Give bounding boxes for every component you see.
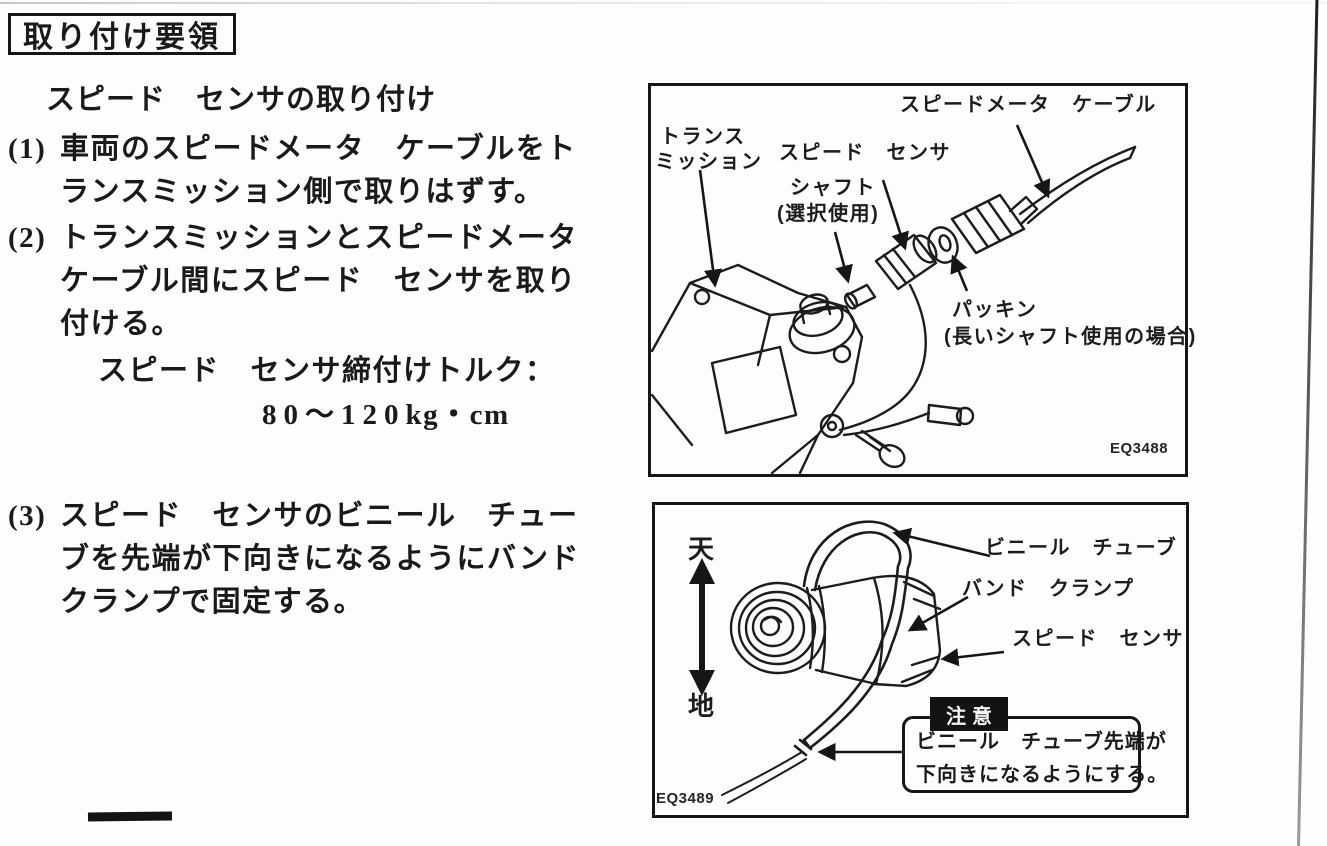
figure1-label-arrows — [698, 124, 1051, 292]
step3-line1: スピード センサのビニール チュー — [60, 500, 579, 532]
caution-line1: ビニール チューブ先端が — [916, 731, 1167, 753]
page-heading: スピード センサの取り付け — [46, 84, 437, 116]
shaft-drawing — [844, 283, 877, 310]
fig2-label-up: 天 — [688, 534, 716, 564]
step1-line1: 車両のスピードメータ ケーブルをト — [60, 133, 577, 165]
speed-sensor-drawing — [819, 233, 975, 469]
step3-number: (3) — [8, 500, 47, 532]
fig1-label-packing-1: パッキン — [952, 299, 1038, 321]
section-title-box: 取り付け要領 — [8, 13, 236, 55]
fig1-code: EQ3488 — [1110, 440, 1169, 457]
fig1-label-transmission-1: トランス — [660, 126, 746, 148]
step2-line2: ケーブル間にスピード センサを取り — [60, 265, 577, 297]
fig2-label-speed-sensor: スピード センサ — [1012, 628, 1184, 650]
scan-page-edge — [1297, 0, 1319, 846]
scan-ink-mark — [87, 811, 173, 822]
step2-line1: トランスミッションとスピードメータ — [60, 222, 578, 254]
scan-top-edge — [0, 2, 1327, 4]
caution-badge: 注意 — [930, 697, 1008, 731]
speedometer-cable-drawing — [950, 145, 1137, 255]
fig2-label-down: 地 — [688, 691, 716, 721]
vinyl-tube-drawing — [721, 520, 912, 804]
transmission-drawing — [650, 263, 864, 475]
torque-value-line: 80～120kg・cm — [262, 397, 510, 433]
step1-line2: ランスミッション側で取りはずす。 — [60, 176, 545, 208]
step3-line3: クランプで固定する。 — [60, 586, 365, 618]
figure2-label-arrows — [817, 527, 1005, 762]
sensor-body-drawing — [729, 574, 942, 688]
fig1-label-packing-2: (長いシャフト使用の場合) — [944, 326, 1197, 348]
section-title: 取り付け要領 — [23, 21, 221, 54]
figure2-mounted-sensor — [652, 502, 1189, 818]
torque-unit: kg・cm — [405, 399, 510, 431]
step2-number: (2) — [8, 222, 47, 254]
figure1-exploded-view — [648, 83, 1188, 477]
step2-line3: 付ける。 — [60, 308, 183, 340]
packing-drawing — [927, 226, 959, 264]
fig1-label-transmission-2: ミッション — [655, 151, 763, 173]
fig2-code: EQ3489 — [656, 790, 715, 807]
up-down-arrow — [689, 558, 715, 696]
fig1-label-shaft-2: (選択使用) — [777, 203, 880, 225]
step1-number: (1) — [8, 133, 47, 165]
figure2-border — [652, 502, 1189, 818]
torque-value: 80～120 — [262, 399, 406, 431]
fig2-label-vinyl-tube: ビニール チューブ — [985, 537, 1178, 559]
fig2-label-band-clamp: バンド クランプ — [962, 578, 1135, 600]
caution-line2: 下向きになるようにする。 — [916, 764, 1169, 786]
torque-label: スピード センサ締付けトルク： — [98, 355, 556, 387]
fig1-label-speed-sensor: スピード センサ — [779, 142, 951, 164]
figure1-border — [648, 83, 1188, 477]
fig1-label-speedometer-cable: スピードメータ ケーブル — [900, 94, 1157, 116]
fig1-label-shaft-1: シャフト — [790, 177, 876, 199]
step3-line2: ブを先端が下向きになるようにバンド — [60, 543, 580, 575]
